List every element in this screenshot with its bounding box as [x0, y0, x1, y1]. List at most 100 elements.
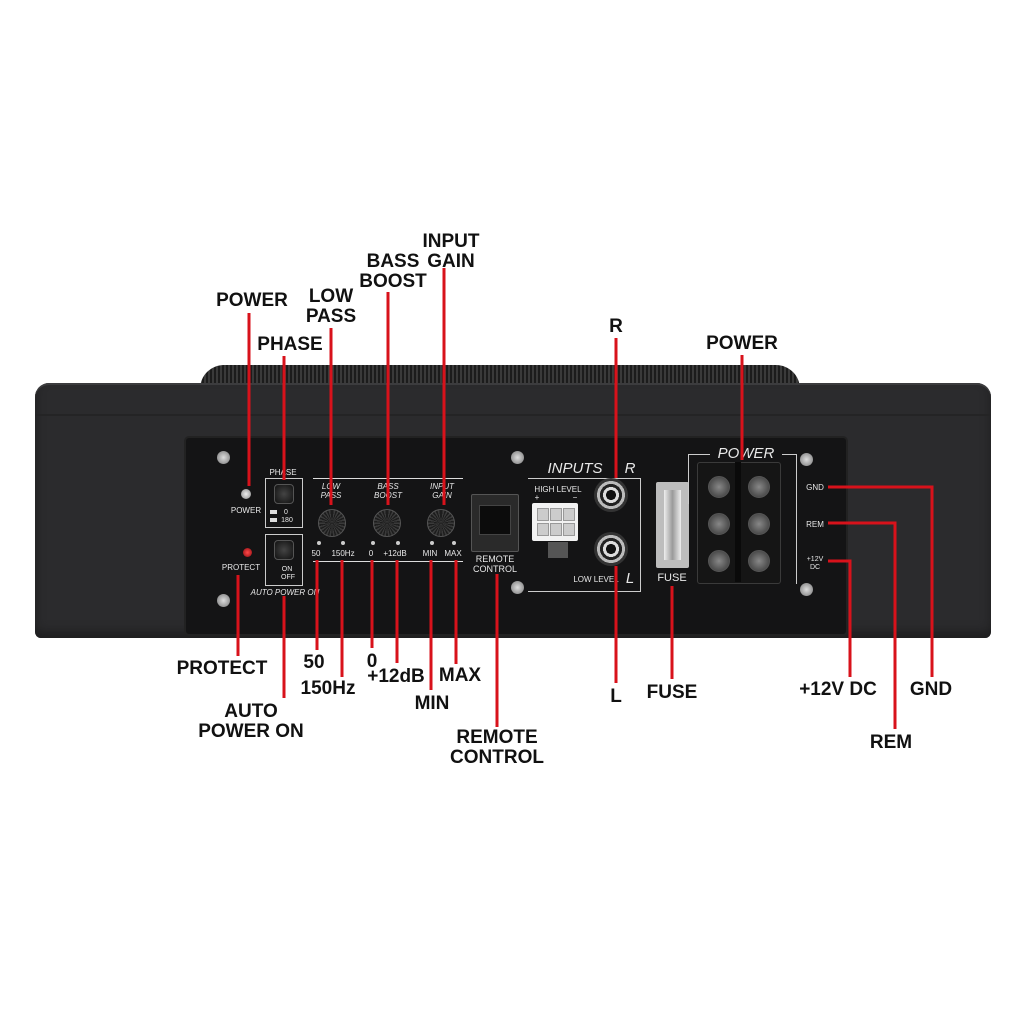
high-plus-label: + — [534, 493, 540, 502]
terminal-screw[interactable] — [708, 550, 730, 572]
input-gain-max-label: MAX — [444, 549, 462, 558]
scale-dot — [430, 541, 434, 545]
callout-power-right: POWER — [706, 333, 778, 354]
protect-led — [243, 548, 252, 557]
callout-l: L — [610, 686, 622, 707]
input-gain-min-label: MIN — [422, 549, 438, 558]
inputs-frame-top — [528, 478, 640, 479]
auto-off-label: OFF — [281, 574, 295, 581]
callout-protect: PROTECT — [176, 658, 268, 679]
callout-12db: +12dB — [367, 666, 425, 687]
inputs-frame-side — [640, 478, 641, 592]
bass-boost-12-label: +12dB — [383, 549, 407, 558]
power-frame-top-right — [782, 454, 796, 455]
scale-dot — [341, 541, 345, 545]
panel-inputs-r-label: R — [624, 460, 636, 477]
panel-inputs-l-label: L — [625, 570, 635, 587]
panel-power-block-label: POWER — [717, 445, 775, 462]
connector-pin — [550, 523, 562, 536]
callout-12v-dc: +12V DC — [799, 679, 877, 700]
leader-rem — [828, 521, 897, 729]
released-state-icon — [270, 518, 277, 522]
callout-power-left: POWER — [216, 290, 288, 311]
terminal-screw[interactable] — [748, 513, 770, 535]
remote-control-port[interactable] — [471, 494, 519, 552]
fuse-window — [664, 490, 681, 560]
callout-50: 50 — [303, 652, 325, 673]
scale-dot — [371, 541, 375, 545]
scale-dot — [396, 541, 400, 545]
bass-boost-0-label: 0 — [368, 549, 374, 558]
input-gain-knob[interactable] — [427, 509, 455, 537]
callout-min: MIN — [414, 693, 450, 714]
panel-protect-label: PROTECT — [221, 563, 261, 572]
callout-rem: REM — [869, 732, 913, 753]
rj-socket — [479, 505, 511, 535]
fuse-holder[interactable] — [656, 482, 689, 568]
low-level-label: LOW LEVEL — [573, 575, 619, 584]
power-frame-left — [688, 454, 689, 504]
phase-0-label: 0 — [284, 509, 288, 516]
power-frame-right — [796, 454, 797, 584]
leader-12v — [828, 559, 852, 677]
auto-on-label: ON — [281, 566, 293, 573]
connector-pin — [537, 523, 549, 536]
panel-screw — [800, 453, 813, 466]
panel-screw — [217, 594, 230, 607]
pushed-state-icon — [270, 510, 277, 514]
panel-power-label: POWER — [230, 506, 262, 515]
terminal-screw[interactable] — [708, 513, 730, 535]
terminal-divider — [735, 462, 741, 582]
knob-section-bottom-line — [313, 561, 463, 562]
phase-button[interactable] — [274, 484, 294, 504]
power-led — [241, 489, 251, 499]
enclosure-lid-edge — [35, 414, 991, 416]
connector-pin — [563, 508, 575, 521]
high-level-connector[interactable] — [532, 503, 578, 541]
scale-dot — [317, 541, 321, 545]
terminal-screw[interactable] — [708, 476, 730, 498]
connector-pin — [550, 508, 562, 521]
terminal-screw[interactable] — [748, 550, 770, 572]
leader-gnd — [828, 485, 934, 677]
terminal-screw[interactable] — [748, 476, 770, 498]
panel-inputs-label: INPUTS — [547, 460, 603, 477]
rca-jack-r[interactable] — [594, 478, 628, 512]
low-pass-150-label: 150Hz — [331, 549, 355, 558]
panel-fuse-label: FUSE — [657, 572, 687, 584]
low-pass-50-label: 50 — [311, 549, 321, 558]
panel-screw — [800, 583, 813, 596]
connector-pin — [537, 508, 549, 521]
high-level-label: HIGH LEVEL — [534, 485, 582, 494]
high-minus-label: − — [572, 493, 578, 502]
auto-power-button[interactable] — [274, 540, 294, 560]
panel-rem-label: REM — [806, 520, 824, 529]
phase-180-label: 180 — [281, 517, 293, 524]
scale-dot — [452, 541, 456, 545]
connector-clip — [548, 542, 568, 558]
callout-r: R — [609, 316, 623, 337]
callout-gnd: GND — [909, 679, 953, 700]
panel-auto-power-on-label: AUTO POWER ON — [250, 588, 320, 597]
inputs-frame-bottom — [528, 591, 640, 592]
power-frame-top-left — [688, 454, 710, 455]
callout-phase: PHASE — [257, 334, 323, 355]
callout-fuse: FUSE — [646, 682, 698, 703]
callout-0: 0 — [366, 651, 378, 672]
rca-jack-l[interactable] — [594, 532, 628, 566]
bass-boost-knob[interactable] — [373, 509, 401, 537]
callout-150hz: 150Hz — [300, 678, 356, 699]
panel-gnd-label: GND — [806, 483, 824, 492]
low-pass-knob[interactable] — [318, 509, 346, 537]
panel-screw — [217, 451, 230, 464]
auto-power-switch-frame — [265, 534, 303, 586]
